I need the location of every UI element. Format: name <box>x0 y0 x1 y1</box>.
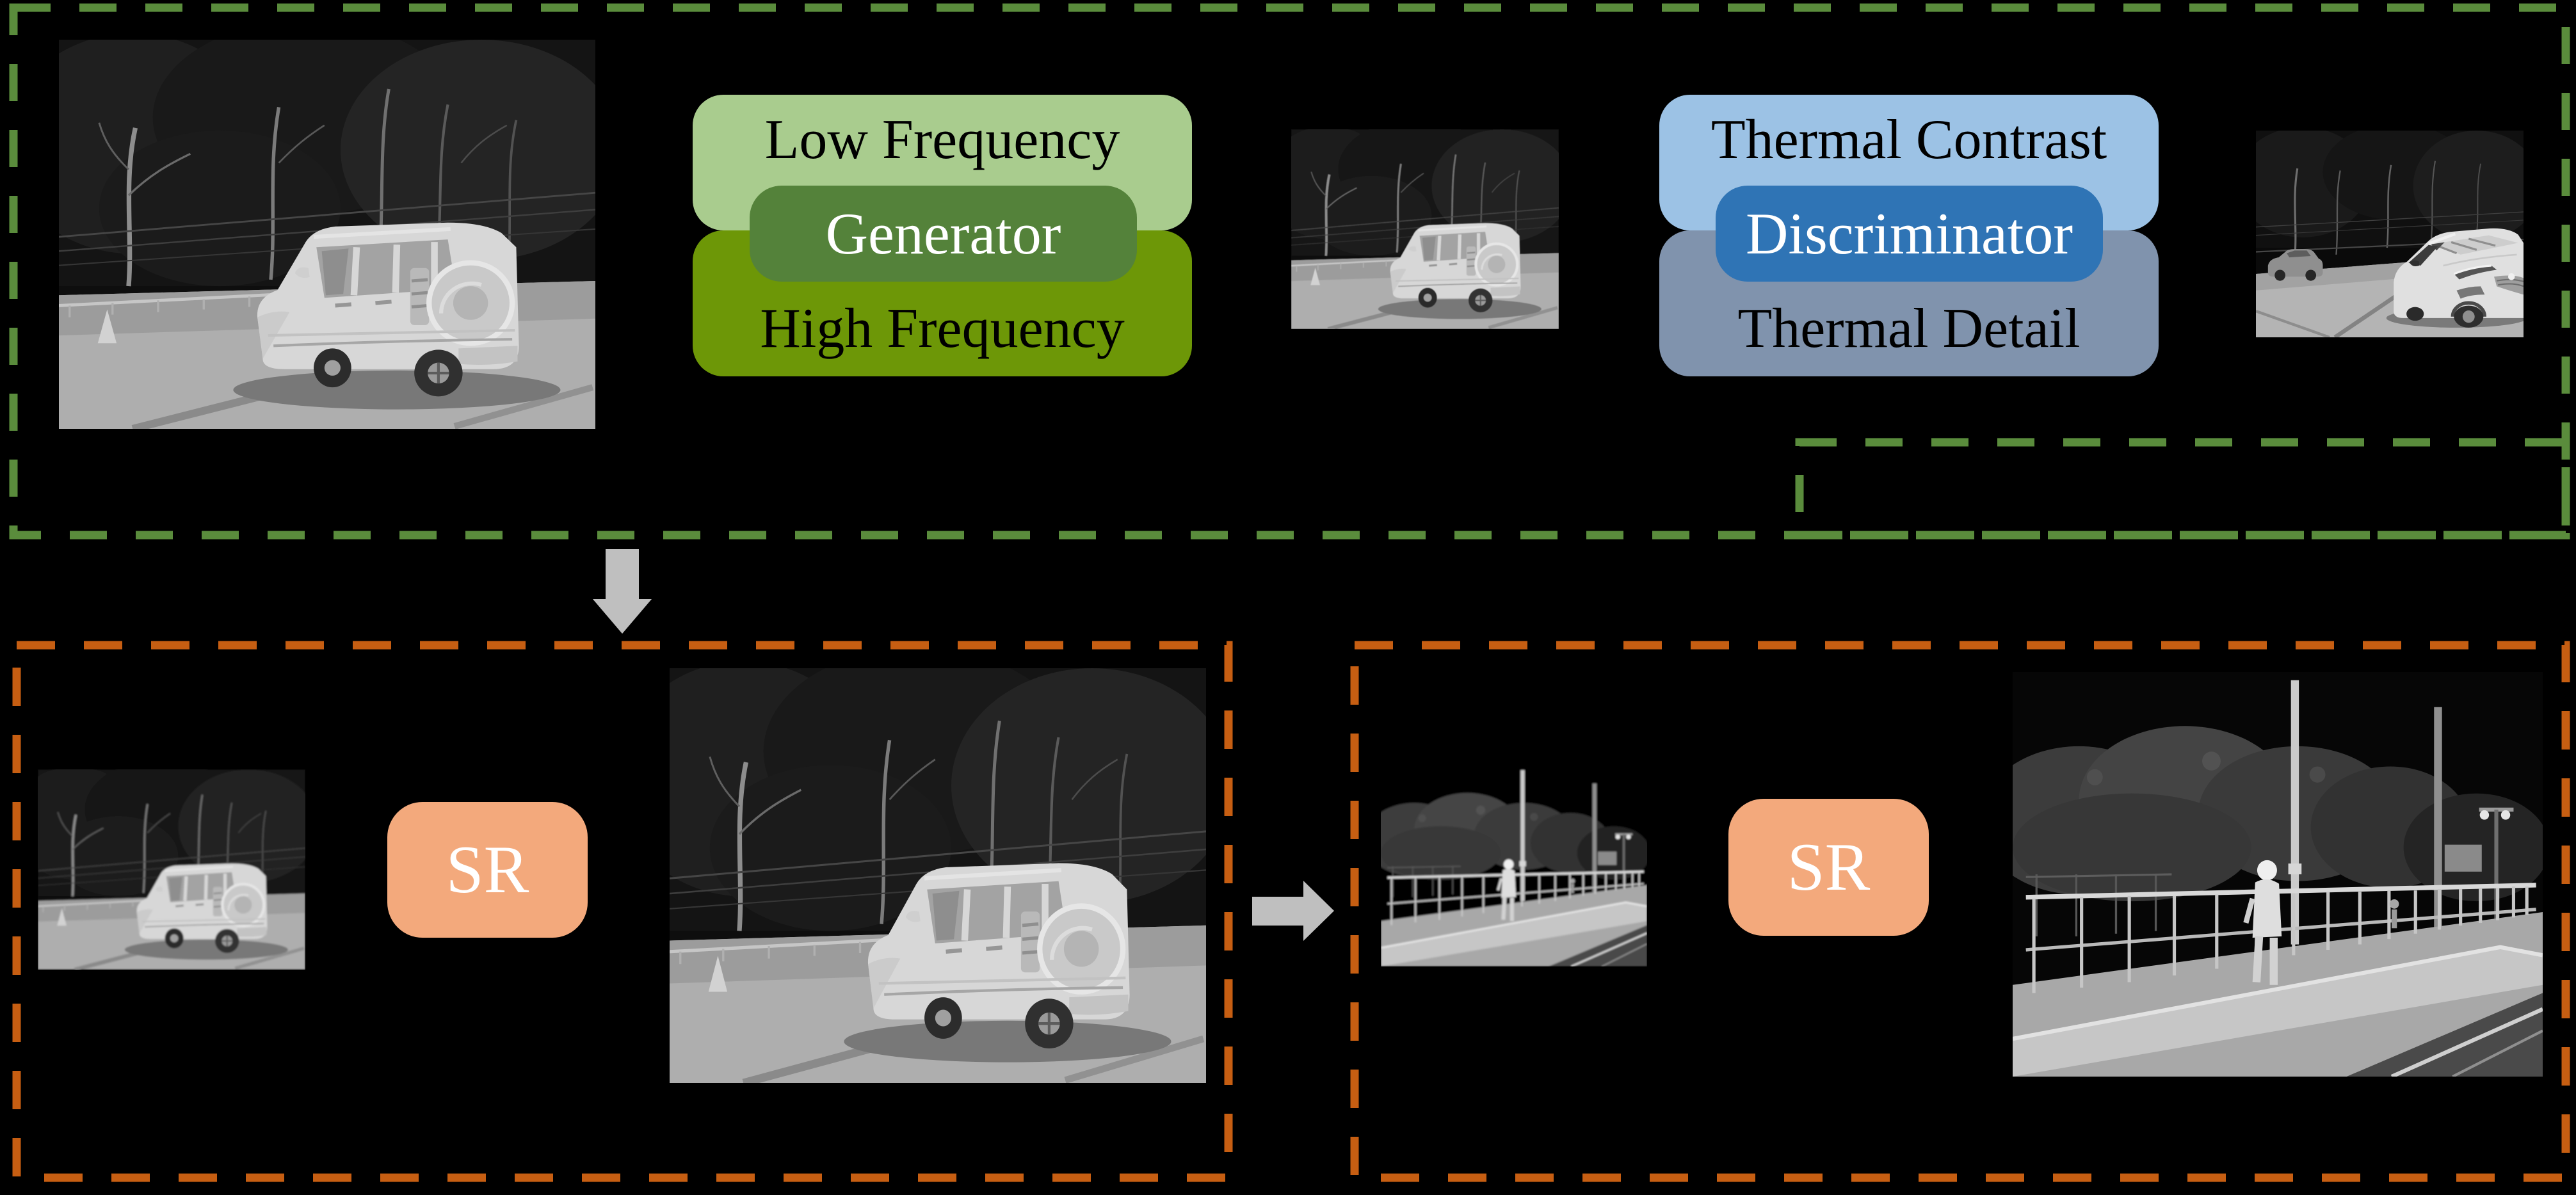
photo-generated-suv <box>1291 129 1559 329</box>
stage1-green-dashed-sub-border <box>1795 438 2570 540</box>
sr-block-left-label: SR <box>446 832 529 907</box>
sr-block-right: SR <box>1728 799 1929 936</box>
thermal-contrast-label: Thermal Contrast <box>1711 109 2107 171</box>
low-frequency-label: Low Frequency <box>764 109 1120 171</box>
generator-label: Generator <box>825 201 1061 266</box>
generator-box: Generator <box>750 186 1137 282</box>
photo-lr-suv <box>38 769 305 970</box>
right-arrow-icon <box>1252 881 1334 941</box>
high-frequency-label: High Frequency <box>760 298 1125 360</box>
photo-hr-suv <box>59 40 595 429</box>
down-arrow-icon <box>593 549 652 634</box>
discriminator-box: Discriminator <box>1716 186 2103 282</box>
sr-block-right-label: SR <box>1787 830 1871 904</box>
stage2-right-orange-dashed-border <box>1350 641 2570 1182</box>
photo-lr-street <box>1381 766 1647 966</box>
stage2-left-orange-dashed-border <box>12 641 1233 1182</box>
photo-sr-suv <box>670 668 1206 1083</box>
photo-sr-street <box>2013 672 2543 1077</box>
stage1-green-dashed-border <box>9 3 2570 540</box>
discriminator-label: Discriminator <box>1746 201 2073 266</box>
photo-sedan-sample <box>2256 131 2524 337</box>
thermal-detail-label: Thermal Detail <box>1737 298 2081 360</box>
sr-block-left: SR <box>387 802 588 938</box>
